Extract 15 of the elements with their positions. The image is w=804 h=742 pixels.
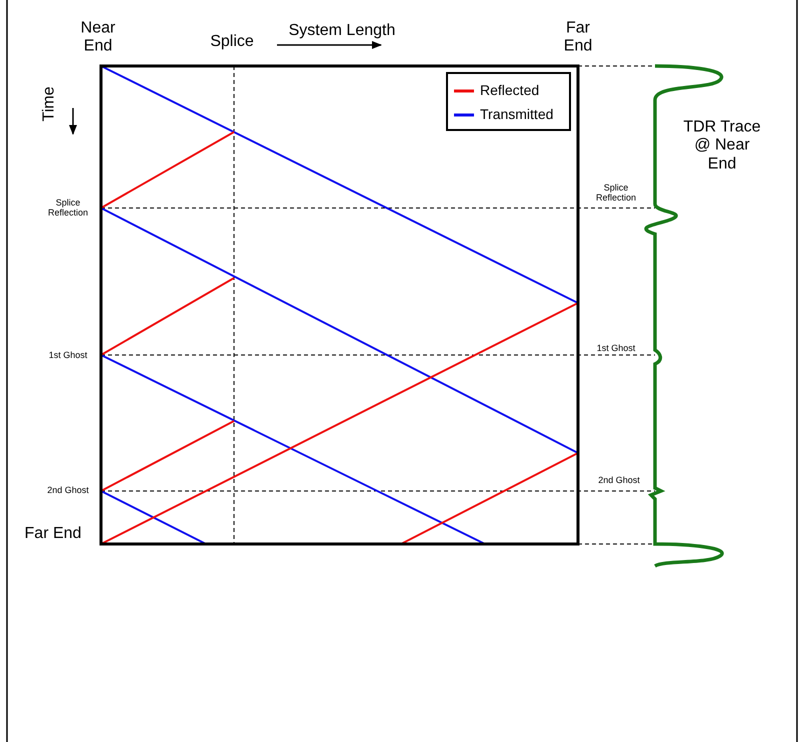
axis-title: System Length <box>288 22 396 40</box>
event-label: 1st Ghost <box>48 350 88 360</box>
trace-title: TDR Trace @ Near End <box>682 118 762 174</box>
legend-label: Transmitted <box>480 106 554 122</box>
event-label: Splice Reflection <box>594 182 638 204</box>
event-label: 2nd Ghost <box>597 474 641 486</box>
row-label: Far End <box>24 524 82 544</box>
event-label: 2nd Ghost <box>46 484 90 496</box>
axis-title: Time <box>40 86 58 122</box>
column-heading: Near End <box>80 20 116 56</box>
legend-label: Reflected <box>480 82 540 98</box>
event-label: 1st Ghost <box>596 342 636 354</box>
event-label: Splice Reflection <box>46 198 90 218</box>
column-heading: Far End <box>562 20 594 56</box>
column-heading: Splice <box>209 32 255 52</box>
